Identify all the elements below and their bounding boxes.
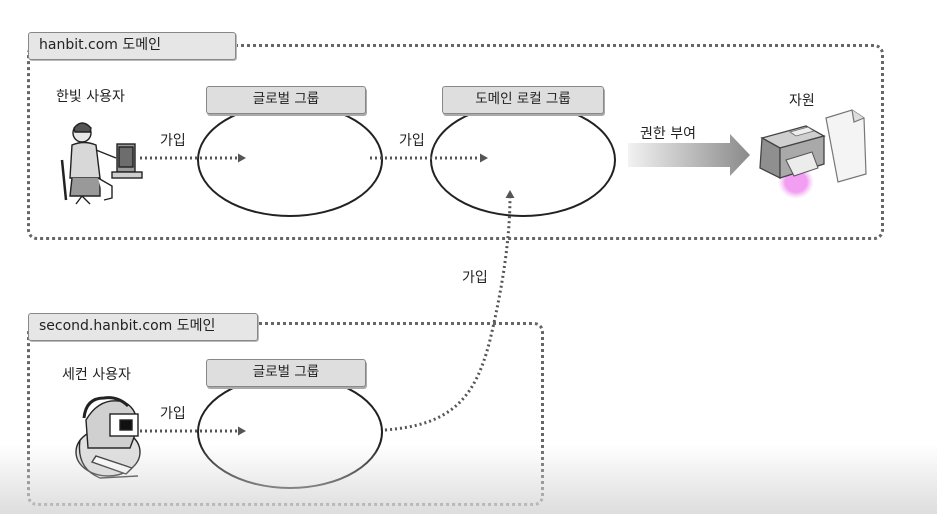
second-user-label: 세컨 사용자 bbox=[62, 367, 131, 383]
person-at-monitor-icon bbox=[75, 396, 141, 479]
join-label-4: 가입 bbox=[160, 406, 186, 422]
hanbit-domain-label: hanbit.com 도메인 bbox=[28, 32, 236, 60]
hanbit-domain-box bbox=[27, 44, 884, 240]
global-group-1-label: 글로벌 그룹 bbox=[206, 86, 366, 114]
domain-local-group-ellipse bbox=[430, 103, 616, 217]
join-label-3: 가입 bbox=[462, 270, 488, 286]
document-icon bbox=[825, 109, 867, 183]
global-group-1-ellipse bbox=[197, 103, 383, 217]
grant-label: 권한 부여 bbox=[640, 126, 696, 142]
domain-local-group-label: 도메인 로컬 그룹 bbox=[442, 86, 604, 114]
person-at-computer-icon bbox=[60, 122, 143, 205]
global-group-2-label: 글로벌 그룹 bbox=[206, 359, 366, 387]
join-label-2: 가입 bbox=[399, 133, 425, 149]
second-domain-label: second.hanbit.com 도메인 bbox=[28, 313, 258, 341]
printer-icon bbox=[759, 125, 826, 199]
hanbit-user-label: 한빛 사용자 bbox=[56, 89, 125, 105]
grant-arrow bbox=[628, 134, 750, 176]
resource-label: 자원 bbox=[789, 93, 815, 109]
join-label-1: 가입 bbox=[160, 133, 186, 149]
join-arrow-global2-to-local bbox=[384, 195, 512, 432]
